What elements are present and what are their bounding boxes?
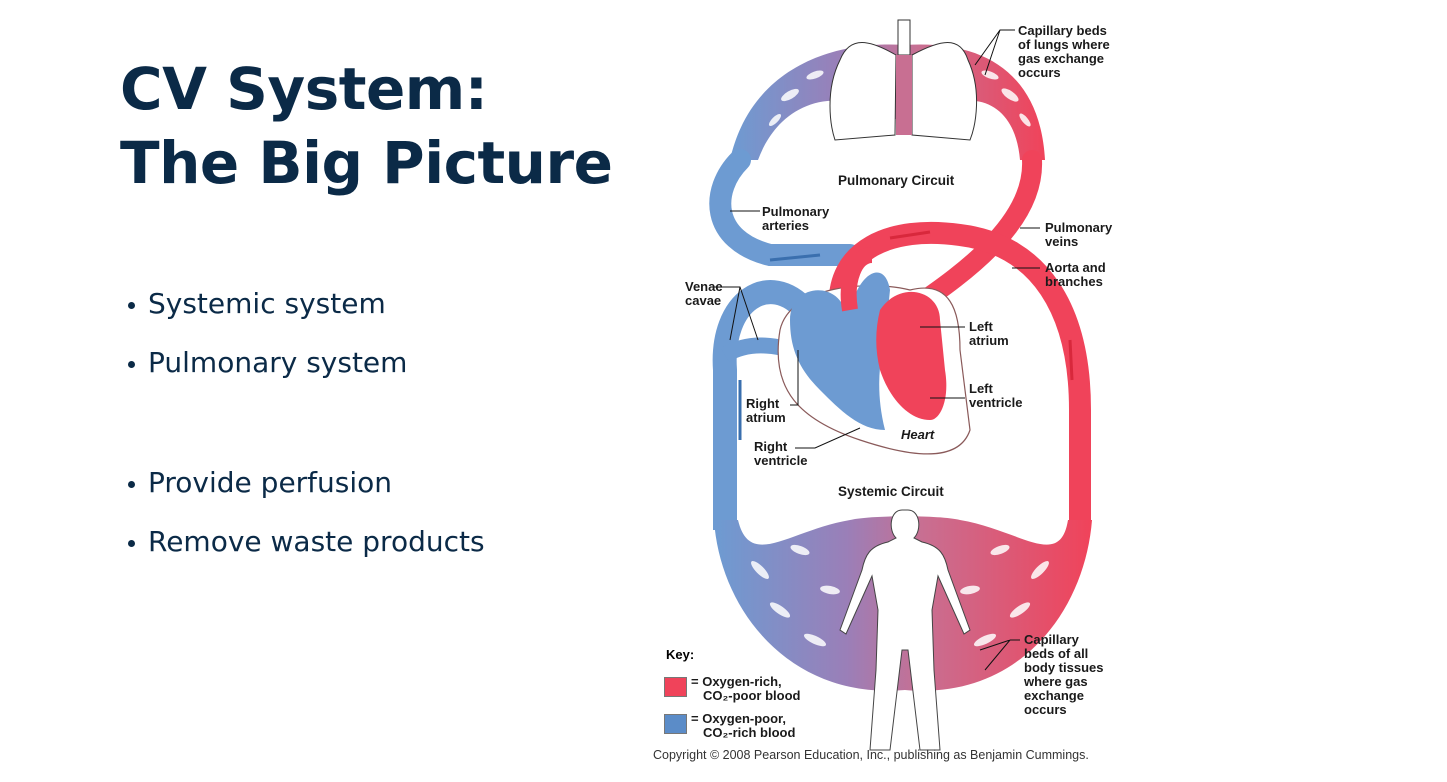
pulmonary-circuit-label: Pulmonary Circuit: [838, 173, 955, 188]
pulmonary-veins-label: Pulmonary veins: [1045, 220, 1113, 249]
venae-cavae-vessel: [712, 280, 815, 530]
right-ventricle-label: Right ventricle: [754, 439, 808, 468]
left-ventricle-label: Left ventricle: [969, 381, 1023, 410]
flow-arrow-icon: [889, 230, 931, 240]
bullet-list: Systemic system Pulmonary system Provide…: [126, 284, 485, 581]
key-title: Key:: [666, 647, 695, 662]
bullet-item: Systemic system: [126, 284, 485, 343]
bullet-item: Remove waste products: [126, 522, 485, 581]
bullet-dot-icon: [128, 361, 135, 368]
bullet-text: Provide perfusion: [148, 466, 393, 499]
bullet-item: Provide perfusion: [126, 463, 485, 522]
slide-title-line-2: The Big Picture: [120, 129, 613, 197]
bullet-text: Systemic system: [148, 287, 386, 320]
lung-mediastinum-capillaries: [896, 55, 912, 135]
right-heart-chambers: [790, 272, 890, 430]
key-label: CO₂-poor blood: [703, 688, 801, 703]
key-item-oxygen-poor: = Oxygen-poor, CO₂-rich blood: [664, 712, 795, 740]
key-item-oxygen-rich: = Oxygen-rich, CO₂-poor blood: [664, 675, 800, 703]
pulmonary-artery-vessel: [709, 149, 861, 266]
circulation-diagram: Pulmonary Circuit Systemic Circuit Capil…: [640, 10, 1160, 775]
circulation-illustration: [709, 19, 1092, 751]
lungs-icon: [829, 19, 977, 141]
slide-title-line-1: CV System:: [120, 55, 488, 123]
bullet-dot-icon: [128, 302, 135, 309]
human-figure-icon: [839, 509, 971, 751]
oxygen-poor-swatch: [664, 714, 687, 734]
flow-arrow-icon: [769, 253, 821, 262]
key-label: CO₂-rich blood: [703, 725, 796, 740]
capillary-lungs-label: Capillary beds of lungs where gas exchan…: [1018, 23, 1110, 80]
capillary-body-label: Capillary beds of all body tissues where…: [1024, 632, 1104, 717]
oxygen-rich-swatch: [664, 677, 687, 697]
flow-arrows: [738, 230, 1074, 440]
heart-label: Heart: [901, 427, 935, 442]
bullet-item: Pulmonary system: [126, 343, 485, 402]
key-label: = Oxygen-rich,: [691, 674, 782, 689]
bullet-dot-icon: [128, 540, 135, 547]
body-capillary-holes: [751, 544, 1049, 647]
aorta-root: [840, 247, 874, 312]
slide-title: CV System: The Big Picture: [120, 52, 613, 200]
left-heart-chambers: [876, 291, 947, 420]
right-atrium-label: Right atrium: [746, 396, 786, 425]
bullet-dot-icon: [128, 481, 135, 488]
copyright-notice: Copyright © 2008 Pearson Education, Inc.…: [653, 748, 1089, 762]
bullet-text: Remove waste products: [148, 525, 485, 558]
aorta-label: Aorta and branches: [1045, 260, 1106, 289]
pulmonary-arteries-label: Pulmonary arteries: [762, 204, 830, 233]
venae-cavae-label: Venae cavae: [685, 279, 723, 308]
flow-arrow-icon: [1068, 339, 1074, 381]
systemic-circuit-label: Systemic Circuit: [838, 484, 944, 499]
left-atrium-label: Left atrium: [969, 319, 1009, 348]
key-label: = Oxygen-poor,: [691, 711, 786, 726]
leader-lines: [710, 29, 1040, 671]
bullet-text: Pulmonary system: [148, 346, 408, 379]
